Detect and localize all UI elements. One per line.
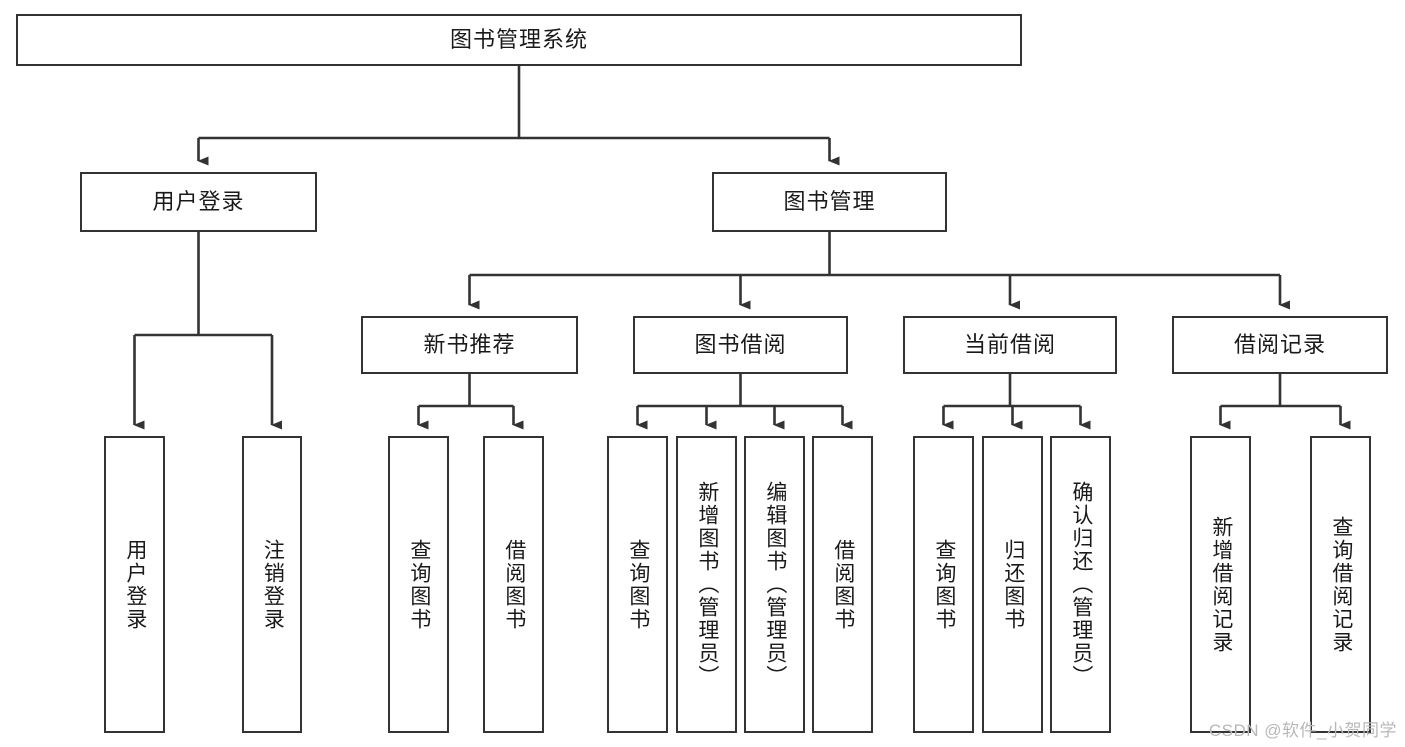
node-leaf-recommend-borrow-book-label: 借阅图书 (502, 538, 526, 631)
node-book-manage[interactable]: 图书管理 (712, 172, 947, 232)
csdn-watermark: CSDN @软件_小贺同学 (1208, 721, 1397, 740)
node-current-borrow-label: 当前借阅 (963, 331, 1056, 357)
node-leaf-current-confirm-return-label: 确认归还（管理员） (1069, 481, 1093, 688)
node-borrow-record-label: 借阅记录 (1233, 331, 1326, 357)
node-root-label: 图书管理系统 (449, 26, 588, 52)
node-current-borrow[interactable]: 当前借阅 (903, 316, 1117, 374)
node-leaf-recommend-borrow-book[interactable]: 借阅图书 (483, 436, 544, 733)
node-leaf-record-add-label: 新增借阅记录 (1209, 515, 1233, 654)
node-book-borrow[interactable]: 图书借阅 (633, 316, 848, 374)
node-user-login-label: 用户登录 (152, 188, 245, 214)
node-leaf-record-add[interactable]: 新增借阅记录 (1190, 436, 1251, 733)
node-new-book-recommend[interactable]: 新书推荐 (361, 316, 578, 374)
node-borrow-record[interactable]: 借阅记录 (1172, 316, 1388, 374)
node-leaf-user-logout[interactable]: 注销登录 (242, 436, 302, 733)
node-leaf-borrow-edit-book-label: 编辑图书（管理员） (763, 481, 787, 688)
node-leaf-current-query-book[interactable]: 查询图书 (913, 436, 974, 733)
node-leaf-borrow-add-book-label: 新增图书（管理员） (695, 481, 719, 688)
node-leaf-user-logout-label: 注销登录 (261, 538, 285, 631)
node-user-login[interactable]: 用户登录 (80, 172, 317, 232)
node-leaf-borrow-query-book-label: 查询图书 (626, 538, 650, 631)
node-leaf-current-return-book-label: 归还图书 (1001, 538, 1025, 631)
node-leaf-current-return-book[interactable]: 归还图书 (982, 436, 1043, 733)
node-leaf-user-login-label: 用户登录 (123, 538, 147, 631)
node-leaf-user-login[interactable]: 用户登录 (104, 436, 165, 733)
node-leaf-record-query[interactable]: 查询借阅记录 (1310, 436, 1371, 733)
node-leaf-recommend-query-book[interactable]: 查询图书 (388, 436, 449, 733)
node-new-book-recommend-label: 新书推荐 (423, 331, 516, 357)
node-leaf-current-confirm-return[interactable]: 确认归还（管理员） (1050, 436, 1111, 733)
node-leaf-borrow-edit-book[interactable]: 编辑图书（管理员） (744, 436, 805, 733)
node-leaf-recommend-query-book-label: 查询图书 (407, 538, 431, 631)
node-leaf-borrow-borrow-book-label: 借阅图书 (831, 538, 855, 631)
node-leaf-borrow-query-book[interactable]: 查询图书 (607, 436, 668, 733)
node-leaf-current-query-book-label: 查询图书 (932, 538, 956, 631)
node-leaf-borrow-borrow-book[interactable]: 借阅图书 (812, 436, 873, 733)
node-book-manage-label: 图书管理 (783, 188, 876, 214)
node-root[interactable]: 图书管理系统 (16, 14, 1022, 66)
node-leaf-record-query-label: 查询借阅记录 (1329, 515, 1353, 654)
node-leaf-borrow-add-book[interactable]: 新增图书（管理员） (676, 436, 737, 733)
node-book-borrow-label: 图书借阅 (694, 331, 787, 357)
